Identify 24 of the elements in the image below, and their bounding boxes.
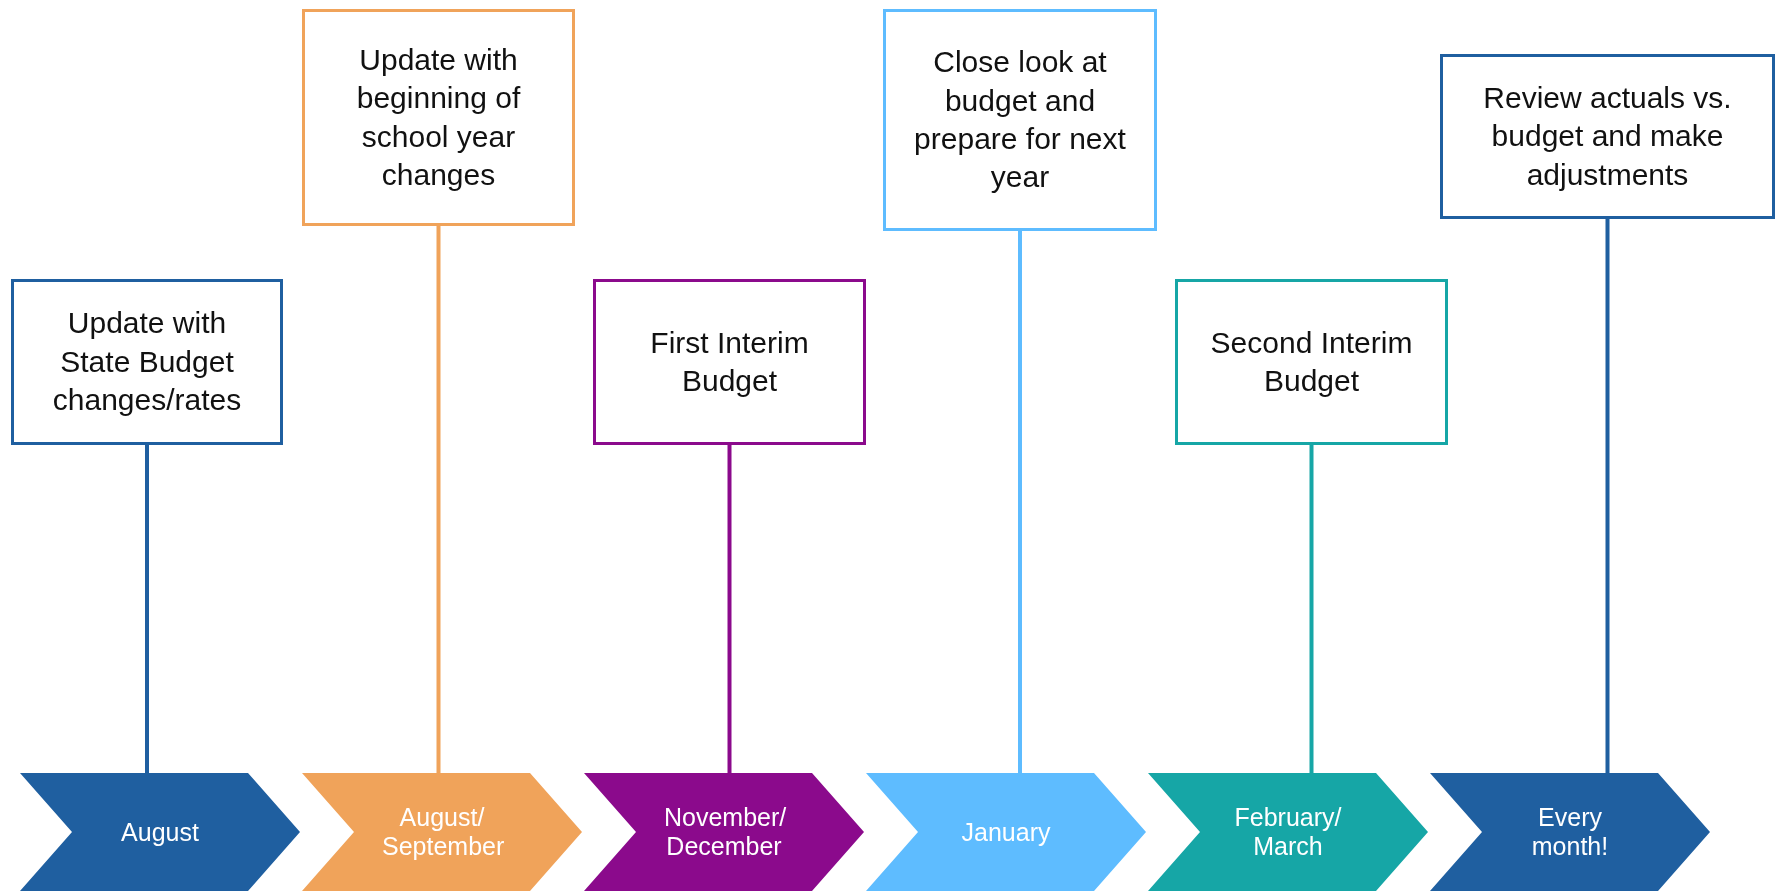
milestone-box (1440, 54, 1775, 219)
milestone-box (1175, 279, 1448, 445)
month-label: February/ March (1233, 803, 1343, 861)
milestone-text: First Interim Budget (649, 324, 810, 399)
milestone-text: Update with State Budget changes/rates (51, 305, 243, 419)
month-label: August (120, 817, 200, 847)
milestone-box (593, 279, 866, 445)
connector-line (1309, 445, 1314, 773)
milestone-text: Update with beginning of school year changes (355, 41, 522, 193)
month-label: November/ December (663, 803, 788, 861)
milestone-box (11, 279, 283, 445)
milestone-text: Second Interim Budget (1209, 324, 1414, 399)
milestone-text: Review actuals vs. budget and make adjustments (1482, 79, 1733, 193)
connector-line (1018, 231, 1022, 773)
month-label: Every month! (1530, 803, 1610, 861)
connector-line (145, 445, 149, 773)
milestone-text: Close look at budget and prepare for next year (913, 44, 1127, 196)
connector-line (1605, 219, 1610, 773)
month-label: January (960, 817, 1052, 847)
connector-line (436, 226, 441, 773)
milestone-box (883, 9, 1157, 231)
connector-line (727, 445, 732, 773)
milestone-box (302, 9, 575, 226)
month-label: August/ September (381, 803, 506, 861)
